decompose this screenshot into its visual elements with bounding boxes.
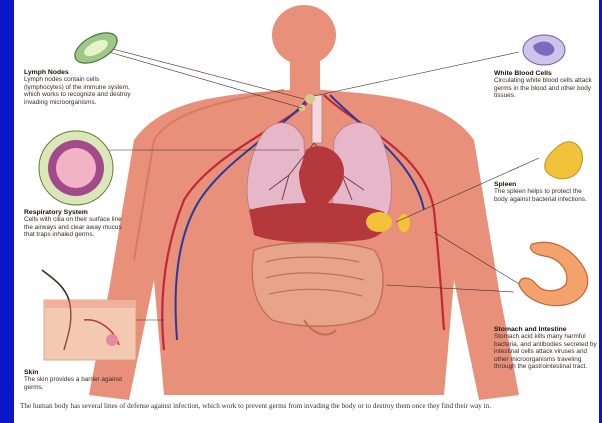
- diagram-panel: Lymph Nodes Lymph nodes contain cells (l…: [14, 0, 599, 423]
- label-respiratory-system-title: Respiratory System: [24, 209, 124, 216]
- label-skin-title: Skin: [24, 369, 132, 376]
- label-skin: Skin The skin provides a barrier against…: [24, 369, 132, 391]
- label-spleen-body: The spleen helps to protect the body aga…: [494, 188, 596, 203]
- label-stomach-intestine-body: Stomach acid kills many harmful bacteria…: [494, 333, 597, 370]
- figure-caption: The human body has several lines of defe…: [20, 402, 595, 411]
- label-white-blood-cells-title: White Blood Cells: [494, 70, 594, 77]
- label-lymph-nodes-title: Lymph Nodes: [24, 69, 139, 76]
- label-white-blood-cells-body: Circulating white blood cells attack ger…: [494, 77, 594, 99]
- label-spleen-title: Spleen: [494, 181, 596, 188]
- label-spleen: Spleen The spleen helps to protect the b…: [494, 181, 596, 203]
- white-blood-cell-icon: [523, 35, 565, 65]
- airway-cross-section-icon: [39, 131, 113, 205]
- label-stomach-intestine-title: Stomach and Intestine: [494, 326, 597, 333]
- label-lymph-nodes: Lymph Nodes Lymph nodes contain cells (l…: [24, 69, 139, 106]
- spleen-icon: [545, 142, 583, 179]
- label-respiratory-system-body: Cells with cilia on their surface line t…: [24, 216, 124, 238]
- label-stomach-intestine: Stomach and Intestine Stomach acid kills…: [494, 326, 597, 370]
- stomach-icon: [519, 242, 588, 305]
- lymph-node-icon: [70, 27, 122, 70]
- label-white-blood-cells: White Blood Cells Circulating white bloo…: [494, 70, 594, 100]
- label-lymph-nodes-body: Lymph nodes contain cells (lymphocytes) …: [24, 76, 139, 106]
- label-skin-body: The skin provides a barrier against germ…: [24, 376, 132, 391]
- label-respiratory-system: Respiratory System Cells with cilia on t…: [24, 209, 124, 239]
